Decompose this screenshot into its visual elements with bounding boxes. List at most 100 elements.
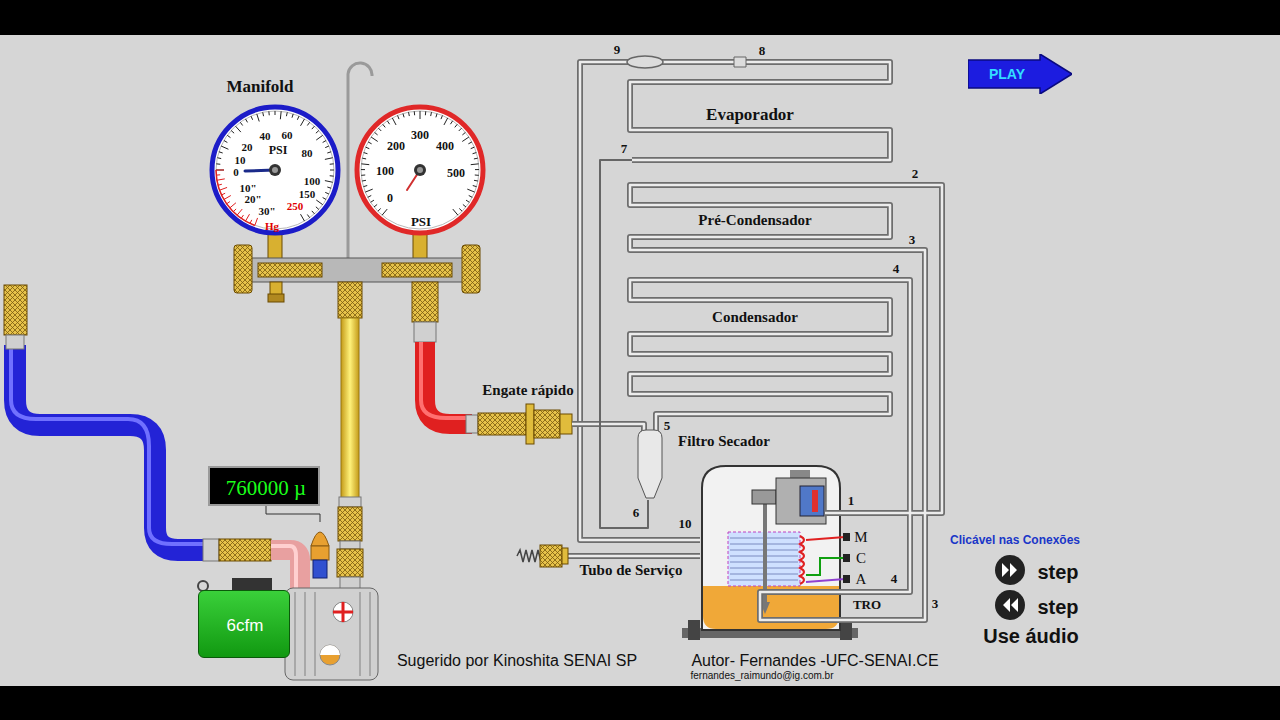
gauge-tick — [361, 174, 365, 175]
step-buttons — [995, 555, 1025, 620]
manifold-body — [258, 263, 322, 277]
gauge-ticks — [216, 111, 334, 221]
charging-hoses — [4, 285, 27, 335]
gauge-tick — [436, 114, 437, 118]
compressor — [682, 466, 858, 640]
credit-text: Sugerido por Kinoshita SENAI SP — [397, 653, 637, 669]
gauge-tick — [466, 200, 469, 202]
gauge-tick — [246, 119, 248, 122]
gauge-tick — [383, 124, 386, 127]
gauge-ring — [357, 107, 483, 233]
charging-hoses — [339, 497, 361, 507]
gauge-tick — [325, 181, 333, 183]
gauge-tick — [316, 131, 319, 134]
charging-hoses — [15, 345, 205, 550]
gauge-tick — [297, 116, 299, 120]
charging-hoses — [466, 415, 478, 433]
gauge-tick — [325, 146, 329, 148]
charging-hoses — [478, 413, 526, 435]
callout-number: 1 — [848, 494, 855, 507]
gauge-tick — [378, 208, 381, 211]
gauge-scale-number: 10" — [239, 183, 256, 194]
compressor — [800, 486, 824, 516]
gauge-tick — [444, 118, 448, 125]
gauge-ring — [212, 107, 338, 233]
callout-number: 4 — [891, 572, 898, 585]
gauge-scale-number: 400 — [436, 140, 454, 152]
gauge-tick — [459, 208, 462, 211]
gauge-tick — [323, 141, 326, 143]
screen-bars — [0, 0, 1280, 35]
gauge-tick — [403, 114, 404, 118]
refrigeration-tubes — [734, 57, 746, 67]
compressor — [843, 554, 850, 562]
charging-hoses — [560, 414, 572, 434]
gauge-tick — [301, 119, 305, 126]
charging-hoses — [526, 404, 534, 444]
gauge-tick — [362, 158, 366, 160]
vacuum-pump — [285, 588, 378, 680]
gauge-tick — [363, 186, 367, 187]
high-pressure-gauge: 3002004001005000PSI — [353, 103, 487, 237]
manifold-body — [412, 282, 438, 322]
callout-number: 3 — [909, 233, 916, 246]
gauge-tick — [323, 198, 326, 200]
gauge-tick — [240, 122, 242, 125]
charging-hoses — [11, 345, 205, 544]
gauge-tick — [374, 204, 377, 207]
compressor — [752, 490, 776, 504]
compressor — [806, 558, 845, 575]
vacuum-sensor — [311, 532, 329, 546]
part-label: Condensador — [712, 310, 798, 325]
terminal-name: M — [854, 530, 867, 545]
compressor — [776, 478, 826, 524]
gauge-scale-number: 300 — [411, 129, 429, 141]
gauge-scale-number: PSI — [411, 215, 431, 228]
gauge-scale-number: PSI — [269, 144, 288, 156]
refrigeration-tubes — [568, 555, 700, 558]
gauge-tick — [420, 111, 421, 119]
compressor — [812, 490, 818, 512]
gauge-tick — [392, 118, 396, 125]
charging-hoses — [4, 285, 572, 592]
button-label: Use áudio — [983, 626, 1079, 646]
gauge-tick — [366, 147, 370, 149]
gauge-tick — [371, 137, 378, 141]
charging-hoses — [271, 546, 296, 592]
vacuum-sensor — [266, 506, 329, 578]
button-label: step — [1037, 562, 1078, 582]
gauge-scale-number: 60 — [282, 130, 293, 141]
gauge-tick — [230, 203, 236, 208]
vacuum-pump — [333, 602, 353, 622]
gauge-tick — [325, 158, 333, 160]
charging-hoses — [337, 549, 363, 577]
gauge-scale-number: Hg — [265, 221, 279, 232]
hint-text: Clicável nas Conexões — [950, 534, 1080, 546]
service-tube-fitting — [517, 545, 568, 567]
gauge-tick — [327, 152, 331, 153]
refrigeration-tubes — [572, 424, 644, 432]
service-tube-fitting — [540, 545, 562, 567]
refrigeration-tubes — [580, 62, 890, 540]
callout-number: 10 — [679, 517, 692, 530]
gauge-tick — [387, 121, 389, 124]
gauge-tick — [398, 115, 400, 119]
gauge-tick — [275, 111, 276, 115]
gauge-tick — [220, 187, 228, 190]
gauge-tick — [361, 163, 369, 165]
gauge-tick — [224, 196, 231, 200]
gauge-inner-ring — [361, 111, 479, 229]
gauge-scale-number: 200 — [387, 140, 405, 152]
gauge-tick — [463, 204, 466, 207]
vacuum-sensor — [311, 546, 329, 560]
gauge-tick — [227, 135, 230, 137]
pump-capacity: 6cfm — [227, 617, 264, 634]
gauge-scale-number: 0 — [233, 167, 239, 178]
charging-hoses — [219, 539, 271, 561]
title-label: Manifold — [226, 78, 293, 95]
compressor — [843, 533, 850, 541]
gauge-scale-number: 80 — [302, 148, 313, 159]
manifold-body — [414, 322, 436, 342]
charging-hoses — [425, 342, 472, 424]
